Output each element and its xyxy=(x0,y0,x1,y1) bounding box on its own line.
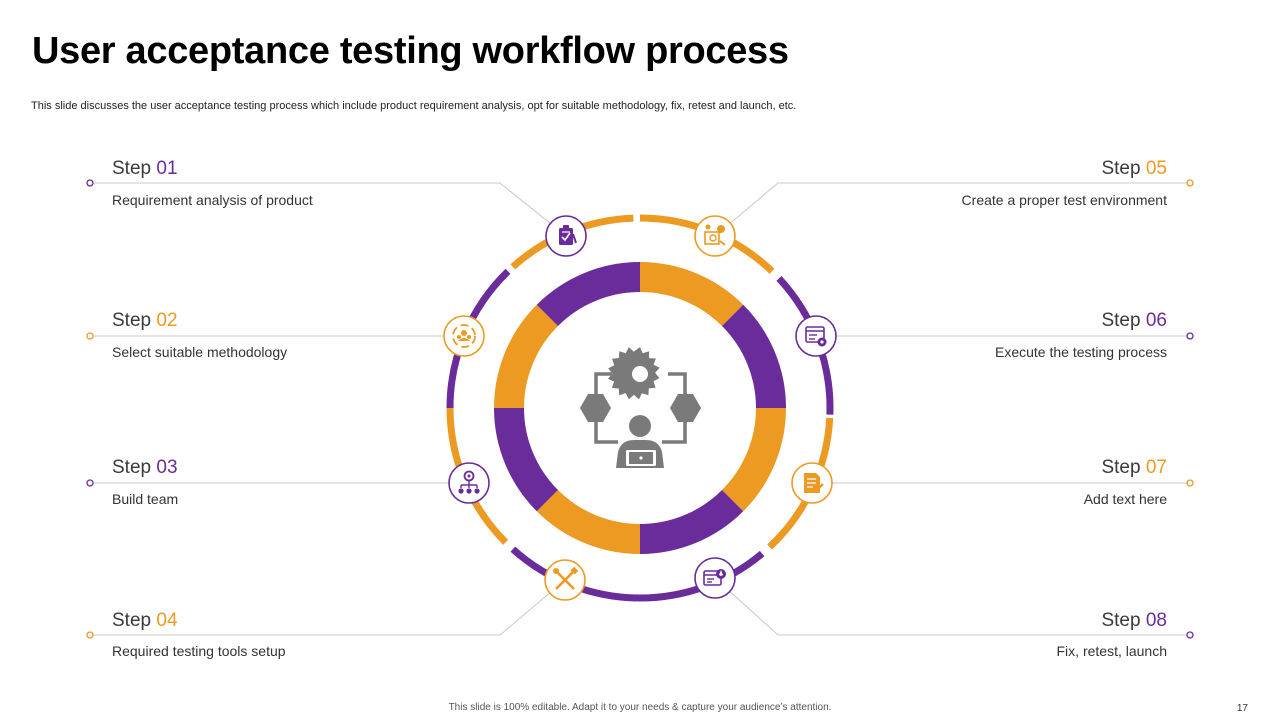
inner-ring-segment-5 xyxy=(536,489,641,554)
inner-ring-segment-2 xyxy=(721,304,786,409)
step-05-number: 05 xyxy=(1145,158,1167,179)
slide-subtitle: This slide discusses the user acceptance… xyxy=(31,100,797,112)
step-04-prefix: Step xyxy=(112,610,152,631)
step-07-title: Step 07 xyxy=(1101,457,1167,479)
inner-ring xyxy=(494,262,786,554)
step-06-description: Execute the testing process xyxy=(995,344,1167,360)
inner-ring-segment-1 xyxy=(639,262,744,327)
step-07-number: 07 xyxy=(1145,457,1167,478)
step-08-description: Fix, retest, launch xyxy=(1056,643,1168,659)
step-01-prefix: Step xyxy=(112,158,152,179)
step-01-title: Step 01 xyxy=(112,158,178,180)
step-06-prefix: Step xyxy=(1101,310,1141,331)
step-04-title: Step 04 xyxy=(112,610,178,632)
step-03-title: Step 03 xyxy=(112,457,178,479)
connector-lines xyxy=(90,182,1190,636)
step-05-description: Create a proper test environment xyxy=(961,192,1167,208)
step-08-prefix: Step xyxy=(1101,610,1141,631)
end-dot-step-04 xyxy=(86,631,94,639)
step-04-description: Required testing tools setup xyxy=(112,643,286,659)
tools-icon xyxy=(544,559,586,601)
step-01-description: Requirement analysis of product xyxy=(112,192,313,208)
step-05-title: Step 05 xyxy=(1101,158,1167,180)
step-05-prefix: Step xyxy=(1101,158,1141,179)
connector-step-05 xyxy=(714,182,1190,237)
step-07-description: Add text here xyxy=(1083,491,1167,507)
end-dot-step-06 xyxy=(1186,332,1194,340)
step-icons xyxy=(443,215,837,601)
inner-ring-segment-4 xyxy=(639,489,744,554)
clipboard-check-icon xyxy=(545,215,587,257)
slide-footer: This slide is 100% editable. Adapt it to… xyxy=(448,702,832,713)
connector-step-04 xyxy=(90,579,566,636)
end-dot-step-07 xyxy=(1186,479,1194,487)
document-edit-icon xyxy=(791,462,833,504)
end-dot-step-02 xyxy=(86,332,94,340)
step-02-title: Step 02 xyxy=(112,310,178,332)
inner-ring-segment-8 xyxy=(536,262,641,327)
connector-step-01 xyxy=(90,182,567,237)
browser-launch-icon xyxy=(694,557,736,599)
step-02-description: Select suitable methodology xyxy=(112,344,288,360)
user-workflow-gear-icon xyxy=(580,347,701,468)
browser-settings-icon xyxy=(795,315,837,357)
connector-step-08 xyxy=(714,577,1190,636)
step-03-description: Build team xyxy=(112,491,179,507)
step-02-prefix: Step xyxy=(112,310,152,331)
end-dot-step-03 xyxy=(86,479,94,487)
team-hierarchy-icon xyxy=(448,462,490,504)
inner-ring-segment-3 xyxy=(721,407,786,512)
step-02-number: 02 xyxy=(156,310,178,331)
step-04-number: 04 xyxy=(156,610,178,631)
step-08-number: 08 xyxy=(1145,610,1167,631)
page-number: 17 xyxy=(1236,703,1248,714)
step-03-prefix: Step xyxy=(112,457,152,478)
slide-title: User acceptance testing workflow process xyxy=(32,30,789,72)
end-dot-step-05 xyxy=(1186,179,1194,187)
inner-ring-segment-6 xyxy=(494,407,559,512)
step-07-prefix: Step xyxy=(1101,457,1141,478)
end-dot-step-01 xyxy=(86,179,94,187)
connector-end-dots xyxy=(86,179,1194,639)
step-03-number: 03 xyxy=(156,457,178,478)
methodology-cycle-icon xyxy=(443,315,485,357)
end-dot-step-08 xyxy=(1186,631,1194,639)
inner-ring-segment-7 xyxy=(494,304,559,409)
step-08-title: Step 08 xyxy=(1101,610,1167,632)
step-06-number: 06 xyxy=(1145,310,1167,331)
step-01-number: 01 xyxy=(156,158,178,179)
test-environment-icon xyxy=(694,215,736,257)
step-06-title: Step 06 xyxy=(1101,310,1167,332)
